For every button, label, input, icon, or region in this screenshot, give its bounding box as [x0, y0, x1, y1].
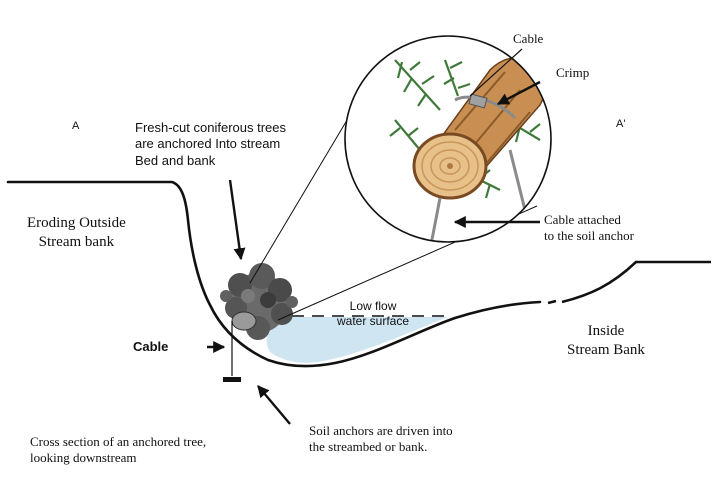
low-flow-line-2: water surface	[337, 314, 410, 328]
caption-line-1: Cross section of an anchored tree,	[30, 434, 207, 449]
section-label-a: A	[72, 120, 80, 132]
caption-line-2: looking downstream	[30, 450, 137, 466]
bank-break-1	[547, 299, 557, 305]
eroding-bank-line-2: Stream bank	[38, 233, 115, 250]
soil-anchor-icon	[223, 377, 241, 382]
low-flow-label: Low flow water surface	[337, 299, 409, 329]
arrow-soil-anchor	[257, 385, 291, 425]
trees-note-line-3: Bed and bank	[135, 152, 216, 168]
inside-bank-label: Inside Stream Bank	[567, 322, 645, 360]
arrow-crimp	[496, 80, 541, 106]
bank-profile-right	[561, 260, 711, 304]
cable-label-left: Cable	[133, 339, 169, 354]
stream-bank-profile	[6, 180, 542, 368]
low-flow-line-1: Low flow	[349, 299, 397, 313]
cable-attached-line-1: Cable attached	[544, 212, 621, 227]
soil-anchors-line-2: the streambed or bank.	[309, 439, 428, 455]
cable-attached-label: Cable attached to the soil anchor	[544, 212, 634, 245]
caption: Cross section of an anchored tree, looki…	[30, 434, 206, 467]
arrow-cable-top	[469, 48, 523, 97]
water-body	[266, 317, 448, 363]
crimp-label: Crimp	[556, 65, 590, 80]
trees-note-line-1: Fresh-cut coniferous trees	[135, 120, 287, 135]
arrow-trees	[228, 179, 246, 261]
trees-note: Fresh-cut coniferous trees are anchored …	[135, 120, 286, 169]
section-label-a-prime: A'	[616, 118, 626, 130]
soil-anchors-label: Soil anchors are driven into the streamb…	[309, 423, 453, 456]
zoom-circle	[344, 35, 552, 243]
cable-attached-line-2: to the soil anchor	[544, 228, 634, 244]
cable-label-top: Cable	[513, 31, 544, 46]
eroding-bank-label: Eroding Outside Stream bank	[27, 214, 126, 252]
zoom-detail	[345, 36, 551, 242]
inside-bank-line-2: Stream Bank	[567, 341, 645, 358]
inside-bank-line-1: Inside	[587, 323, 625, 339]
trees-note-line-2: are anchored Into stream	[135, 136, 281, 152]
tree-cluster-icon	[220, 263, 298, 340]
soil-anchors-line-1: Soil anchors are driven into	[309, 423, 453, 438]
eroding-bank-line-1: Eroding Outside	[27, 215, 126, 231]
